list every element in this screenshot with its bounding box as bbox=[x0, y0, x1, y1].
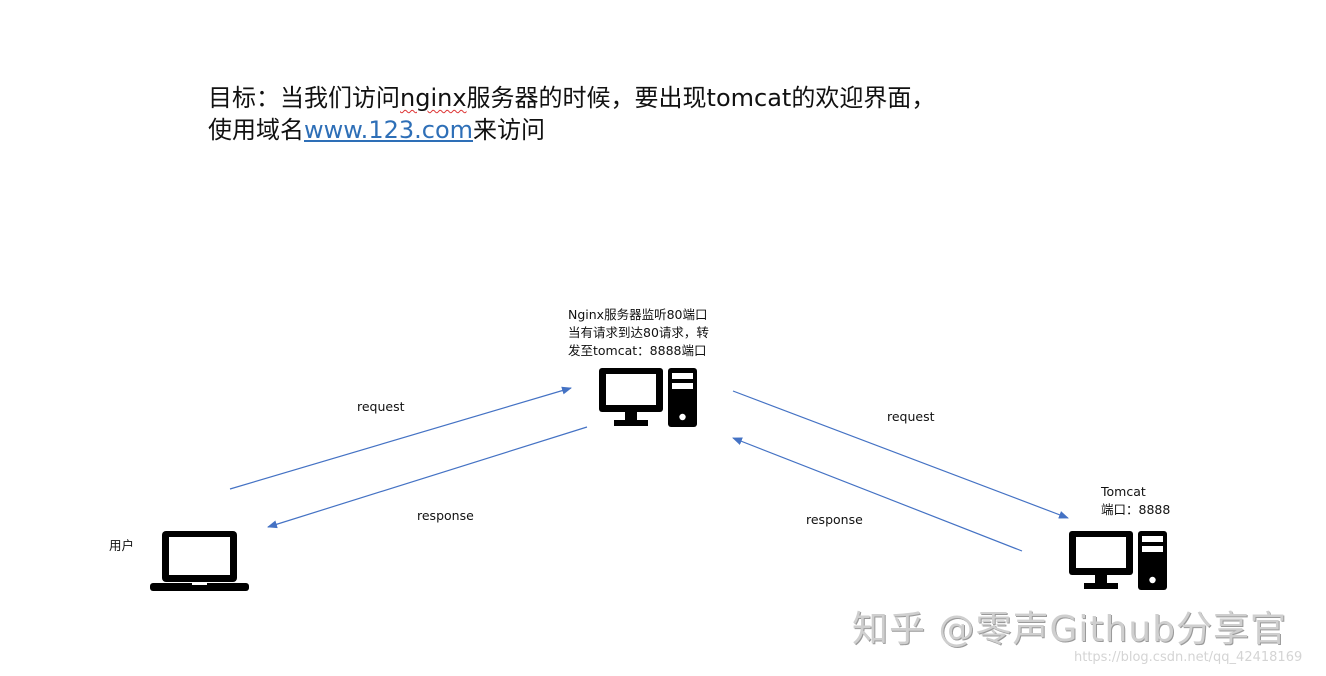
edge-label-response-1: response bbox=[417, 508, 474, 523]
edge-label-request-2: request bbox=[887, 409, 935, 424]
nginx-node-label: Nginx服务器监听80端口 当有请求到达80请求，转 发至tomcat：888… bbox=[568, 307, 709, 358]
title-line-2: 使用域名www.123.com来访问 bbox=[208, 116, 546, 144]
zhihu-watermark: 知乎 @零声Github分享官 bbox=[852, 609, 1287, 650]
tomcat-node-label: Tomcat 端口：8888 bbox=[1101, 484, 1171, 517]
domain-link[interactable]: www.123.com bbox=[304, 116, 474, 144]
arrow-nginx-to-user bbox=[267, 426, 588, 529]
user-laptop-icon bbox=[150, 531, 249, 591]
nginx-word: nginx bbox=[400, 84, 467, 112]
title-line-1: 目标：当我们访问nginx服务器的时候，要出现tomcat的欢迎界面， bbox=[208, 84, 936, 112]
tomcat-desktop-computer-icon bbox=[1069, 531, 1167, 590]
edge-label-response-2: response bbox=[806, 512, 863, 527]
csdn-url-watermark: https://blog.csdn.net/qq_42418169 bbox=[1074, 650, 1303, 665]
edge-label-request-1: request bbox=[357, 399, 405, 414]
user-node-label: 用户 bbox=[109, 538, 135, 553]
nginx-desktop-computer-icon bbox=[599, 368, 697, 427]
arrow-nginx-to-tomcat bbox=[732, 390, 1069, 519]
arrow-user-to-nginx bbox=[229, 386, 572, 490]
arrow-tomcat-to-nginx bbox=[732, 437, 1023, 552]
diagram-title: 目标：当我们访问nginx服务器的时候，要出现tomcat的欢迎界面， 使用域名… bbox=[208, 82, 935, 146]
